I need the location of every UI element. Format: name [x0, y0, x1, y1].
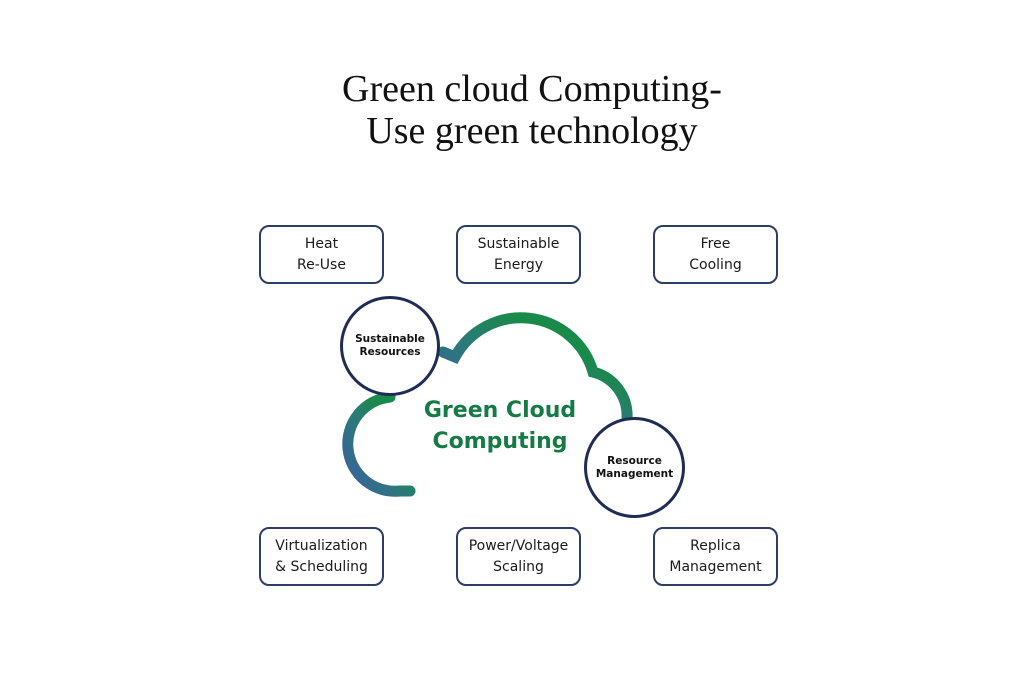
box-label-line-2: & Scheduling: [275, 558, 368, 575]
box-label-line-1: Free: [700, 235, 731, 252]
title-line-1: Green cloud Computing-: [342, 68, 722, 110]
circle-label-line-2: Resources: [359, 346, 421, 358]
cloud-left-arc: [342, 391, 416, 497]
cloud-top-arc: [437, 312, 633, 424]
box-sustainable-energy: Sustainable Energy: [456, 225, 581, 284]
box-label-line-2: Cooling: [689, 256, 742, 273]
cloud-center-label: Green Cloud Computing: [400, 395, 600, 457]
box-replica-management: Replica Management: [653, 527, 778, 586]
box-free-cooling: Free Cooling: [653, 225, 778, 284]
box-virtualization-scheduling: Virtualization & Scheduling: [259, 527, 384, 586]
cloud-label-line-1: Green Cloud: [423, 398, 577, 423]
box-label-line-1: Sustainable: [477, 235, 560, 252]
diagram-title: Green cloud Computing- Use green technol…: [0, 68, 1024, 152]
box-label-line-1: Power/Voltage: [468, 537, 569, 554]
circle-label-line-1: Sustainable: [355, 333, 425, 345]
box-label-line-1: Heat: [304, 235, 339, 252]
cloud-label-line-2: Computing: [432, 429, 568, 454]
box-label-line-2: Re-Use: [297, 256, 346, 273]
box-label-line-2: Energy: [493, 256, 543, 273]
box-power-voltage-scaling: Power/Voltage Scaling: [456, 527, 581, 586]
circle-sustainable-resources: Sustainable Resources: [340, 296, 440, 396]
box-heat-reuse: Heat Re-Use: [259, 225, 384, 284]
circle-label-line-2: Management: [595, 467, 674, 480]
box-label-line-1: Virtualization: [275, 537, 368, 554]
box-label-line-1: Replica: [690, 537, 741, 554]
box-label-line-2: Scaling: [493, 558, 544, 575]
title-line-2: Use green technology: [366, 110, 698, 152]
circle-label-line-1: Resource: [607, 454, 662, 467]
box-label-line-2: Management: [669, 558, 762, 575]
circle-resource-management: Resource Management: [584, 417, 685, 518]
